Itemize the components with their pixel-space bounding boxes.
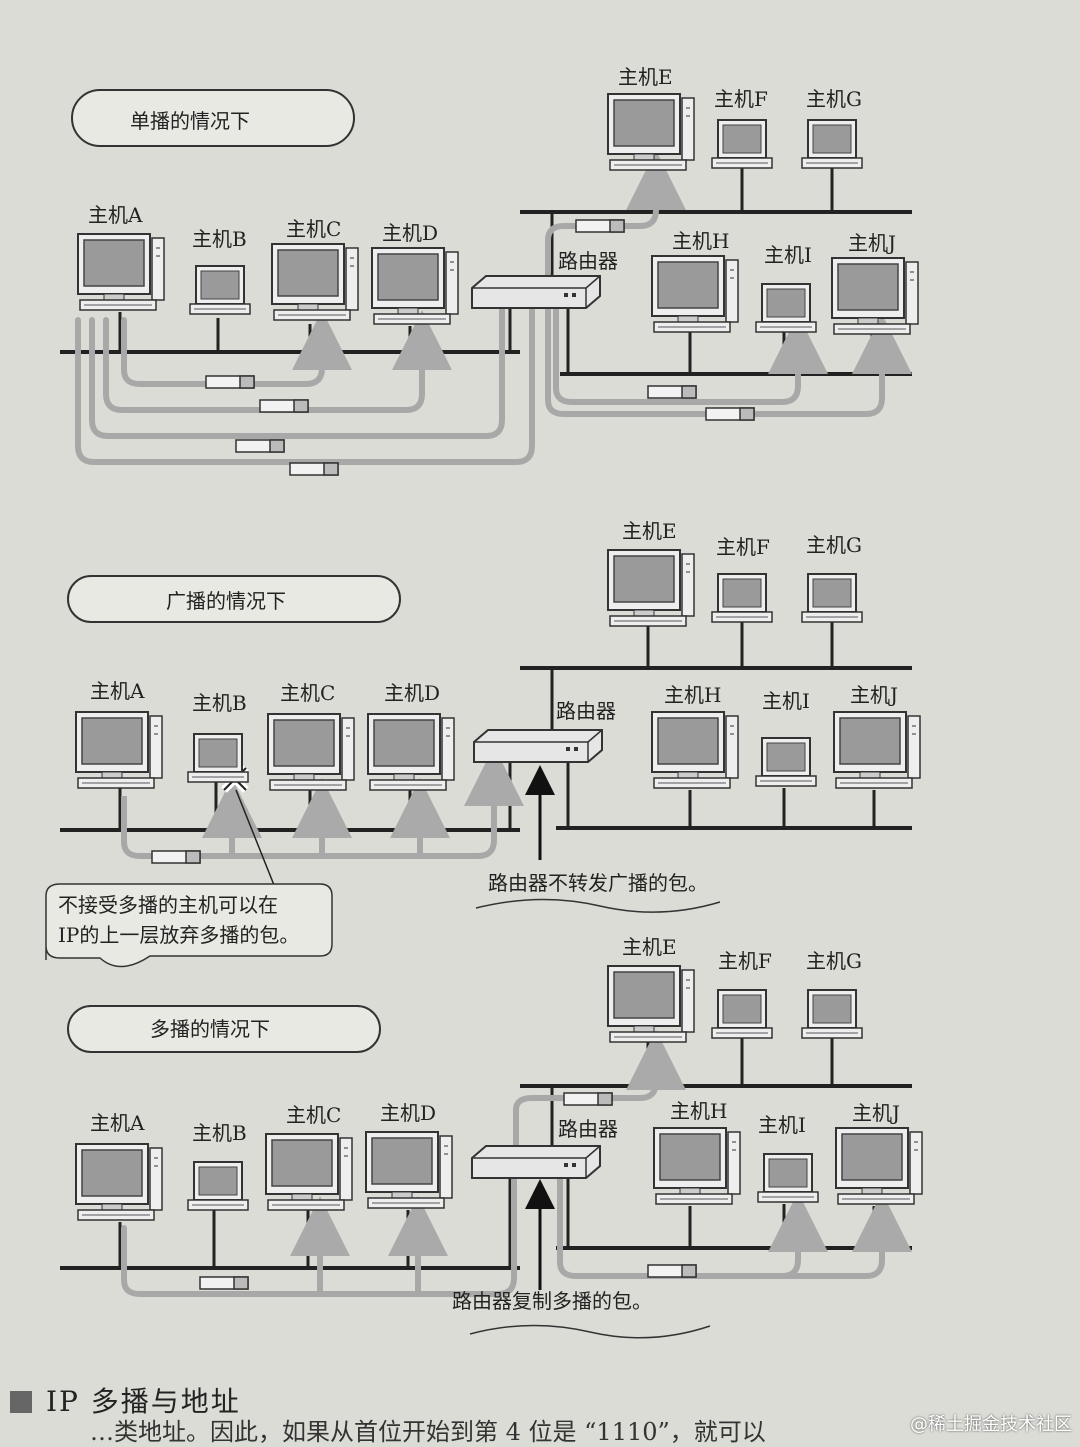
host-g-label: 主机G	[806, 87, 862, 111]
host-g-label: 主机G	[806, 949, 862, 973]
panel-title-box	[67, 575, 401, 623]
host-c-label: 主机C	[286, 1103, 341, 1127]
host-i-label: 主机I	[758, 1113, 806, 1137]
host-e-label: 主机E	[618, 65, 673, 89]
host-e-label: 主机E	[622, 519, 677, 543]
host-callout-box	[45, 883, 333, 968]
host-b-label: 主机B	[192, 1121, 247, 1145]
host-h-label: 主机H	[664, 683, 721, 707]
host-h-desktop	[651, 255, 739, 333]
panel-multicast: 多播的情况下 路由器	[60, 935, 923, 1339]
host-a-label: 主机A	[88, 203, 143, 227]
panel-unicast: 单播的情况下	[60, 65, 919, 476]
body-text: …类地址。因此，如果从首位开始到第 4 位是 “1110”，就可以	[90, 1418, 766, 1446]
host-f-laptop	[711, 119, 773, 169]
host-i-label: 主机I	[762, 689, 810, 713]
host-i-label: 主机I	[764, 243, 812, 267]
host-f-label: 主机F	[718, 949, 772, 973]
host-d-desktop	[371, 247, 459, 325]
host-g-label: 主机G	[806, 533, 862, 557]
host-g-laptop	[801, 119, 863, 169]
host-b-label: 主机B	[192, 227, 247, 251]
router-label: 路由器	[558, 1117, 618, 1141]
host-callout-line1: 不接受多播的主机可以在	[58, 893, 278, 917]
router-label: 路由器	[556, 699, 616, 723]
host-a-desktop	[77, 233, 165, 311]
host-e-desktop	[607, 93, 695, 171]
watermark: @稀土掘金技术社区	[910, 1414, 1072, 1435]
host-d-label: 主机D	[384, 681, 440, 705]
host-e-label: 主机E	[622, 935, 677, 959]
host-a-label: 主机A	[90, 1111, 145, 1135]
panel-title-box	[67, 1005, 381, 1053]
panel-title-box	[71, 89, 355, 147]
host-j-desktop	[831, 257, 919, 335]
router	[471, 275, 601, 309]
panel-broadcast: 广播的情况下 路由器	[45, 519, 921, 968]
host-h-label: 主机H	[672, 229, 729, 253]
panel-title: 单播的情况下	[130, 109, 250, 133]
panel-title: 多播的情况下	[150, 1017, 270, 1041]
host-j-label: 主机J	[850, 683, 898, 707]
panel-title: 广播的情况下	[166, 589, 286, 613]
host-c-label: 主机C	[280, 681, 335, 705]
host-d-label: 主机D	[382, 221, 438, 245]
host-i-laptop	[755, 283, 817, 333]
host-c-label: 主机C	[286, 217, 341, 241]
host-f-label: 主机F	[714, 87, 768, 111]
host-b-laptop	[189, 265, 251, 315]
router-callout-text: 路由器复制多播的包。	[452, 1289, 652, 1313]
host-j-label: 主机J	[852, 1101, 900, 1125]
host-j-label: 主机J	[848, 231, 896, 255]
host-callout-line2: IP的上一层放弃多播的包。	[58, 923, 299, 947]
router-label: 路由器	[558, 249, 618, 273]
host-d-label: 主机D	[380, 1101, 436, 1125]
host-b-label: 主机B	[192, 691, 247, 715]
host-f-label: 主机F	[716, 535, 770, 559]
section-bullet-icon	[10, 1391, 32, 1413]
section-heading: IP 多播与地址	[10, 1380, 241, 1420]
host-c-desktop	[271, 243, 359, 321]
host-a-label: 主机A	[90, 679, 145, 703]
host-h-label: 主机H	[670, 1099, 727, 1123]
router-callout-text: 路由器不转发广播的包。	[488, 871, 708, 895]
